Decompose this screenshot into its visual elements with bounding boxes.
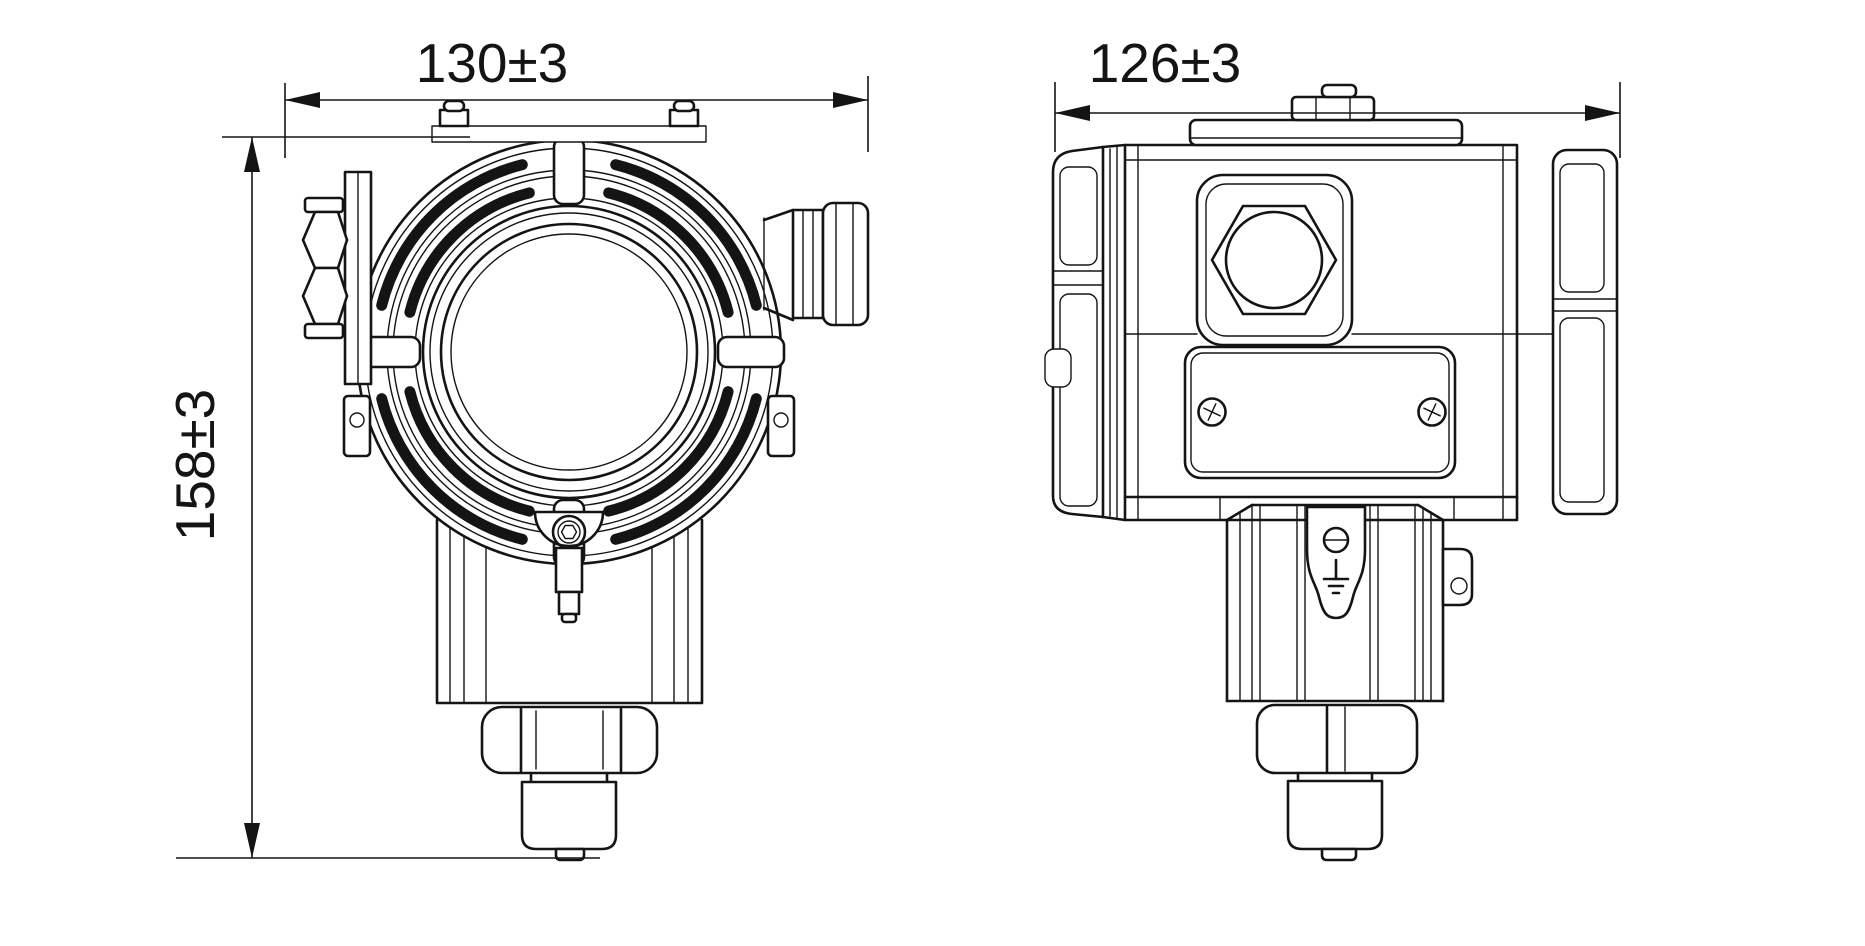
side-sensor-icon	[1286, 771, 1384, 862]
nameplate	[1183, 345, 1457, 480]
ground-lug	[1305, 505, 1367, 620]
phillips-screw-icon	[1197, 397, 1227, 427]
bolt-hole-icon	[349, 412, 365, 428]
right-cover-fins	[1516, 148, 1619, 516]
front-sensor-nut	[480, 705, 659, 775]
left-cover-fins	[1044, 143, 1127, 522]
left-cable-gland-icon	[301, 170, 373, 386]
front-width-dimension: 130±3	[284, 32, 869, 158]
cover-lock-screw	[533, 510, 605, 624]
bolt-icon	[442, 99, 466, 113]
phillips-screw-icon	[1417, 397, 1447, 427]
right-cable-gland-icon	[762, 201, 870, 327]
side-width-dimension: 126±3	[1054, 32, 1621, 158]
ground-icon	[1322, 558, 1350, 595]
neck-mounting-ear	[1441, 547, 1474, 607]
top-hex-plug-icon	[1188, 83, 1464, 147]
bezel-grip-ribs	[376, 159, 762, 545]
hex-plug-icon	[1210, 204, 1338, 316]
front-neck	[435, 518, 704, 705]
slotted-screw-icon	[1322, 526, 1350, 554]
front-height-label: 158±3	[164, 389, 226, 542]
top-bolts	[431, 99, 707, 143]
hex-socket-icon	[560, 524, 578, 540]
bolt-hole-icon	[773, 412, 789, 428]
front-height-dimension: 158±3	[164, 136, 600, 859]
bolt-hole-icon	[1450, 577, 1468, 595]
bolt-icon	[672, 99, 696, 113]
front-width-label: 130±3	[416, 32, 569, 94]
front-view: 130±3 158±3	[164, 32, 870, 862]
front-sensor-icon	[520, 771, 618, 862]
side-entry-hex-boss	[1195, 173, 1354, 347]
side-ears	[342, 394, 796, 458]
side-width-label: 126±3	[1089, 32, 1242, 94]
side-view: 126±3	[1044, 32, 1621, 862]
side-sensor-nut	[1255, 703, 1419, 775]
